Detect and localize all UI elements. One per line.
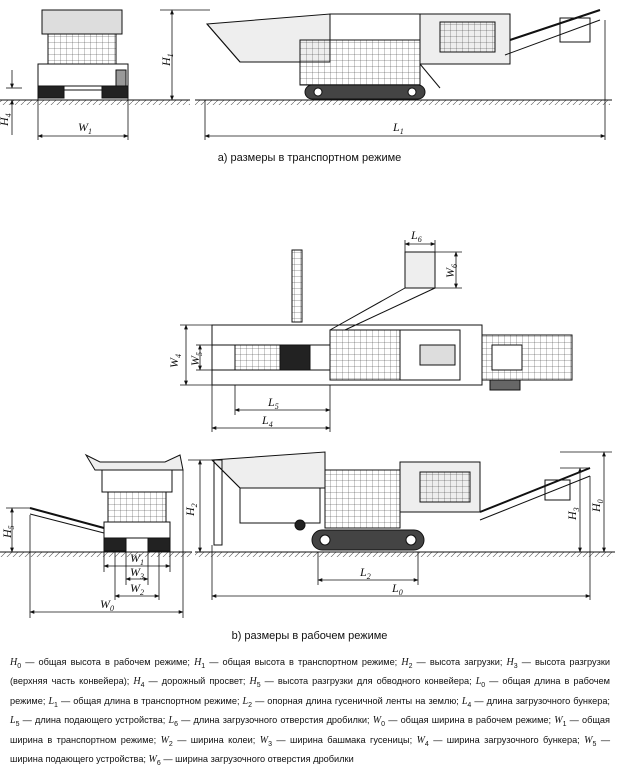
legend-item: H3 — высота разгрузки (верхняя часть кон… — [10, 657, 610, 687]
legend-item: W3 — ширина башмака гусеницы; — [259, 734, 417, 748]
legend-item: H0 — общая высота в рабочем режиме; — [10, 657, 195, 670]
dim-label-l4: L4 — [261, 413, 273, 429]
dim-label-h2: H2 — [183, 503, 199, 517]
dim-label-h4: H4 — [0, 113, 13, 127]
dim-label-w1-top: W1 — [78, 120, 92, 136]
dim-label-w3: W3 — [130, 565, 144, 581]
dim-label-h1: H1 — [159, 53, 175, 67]
working-side-view — [195, 451, 615, 557]
dim-label-w4: W4 — [167, 354, 183, 368]
dim-label-l2: L2 — [359, 565, 371, 581]
dim-label-h5: H5 — [0, 525, 16, 539]
dim-label-l5: L5 — [267, 395, 279, 411]
legend-item: W6 — ширина загрузочного отверстия дроби… — [148, 754, 354, 767]
dim-label-w2: W2 — [130, 581, 144, 597]
dim-label-w5: W5 — [188, 352, 204, 366]
legend-item: L1 — общая длина в транспортном режиме; — [48, 695, 243, 709]
transport-front-view — [0, 9, 190, 105]
top-view-dimension-lines — [180, 240, 462, 432]
dim-label-w6: W6 — [443, 264, 459, 278]
legend-item: H4 — дорожный просвет; — [133, 676, 250, 690]
dim-label-l1: L1 — [392, 120, 404, 136]
working-top-view — [211, 249, 573, 391]
dim-label-w0: W0 — [100, 597, 114, 613]
legend-item: W1 — общая ширина в транспортном режиме; — [10, 715, 611, 745]
legend-item: L6 — длина загрузочного отверстия дробил… — [168, 715, 373, 729]
caption-transport-mode: а) размеры в транспортном режиме — [217, 152, 402, 164]
dim-label-l0: L0 — [391, 581, 403, 597]
transport-side-view — [195, 9, 612, 105]
working-front-view — [0, 453, 192, 557]
technical-drawing: H4 W1 H1 L1 — [0, 9, 615, 618]
legend-item: W0 — общая ширина в рабочем режиме; — [372, 715, 555, 729]
legend-item: L5 — длина подающего устройства; — [10, 715, 169, 729]
working-dimension-lines — [6, 451, 612, 618]
legend-item: L2 — опорная длина гусеничной ленты на з… — [242, 695, 462, 709]
legend-item: L4 — длина загрузочного бункера; — [461, 695, 610, 709]
transport-dimension-lines — [6, 9, 606, 140]
legend-item: H5 — высота разгрузки для обводного конв… — [249, 676, 476, 690]
legend: H0 — общая высота в рабочем режиме; H1 —… — [10, 655, 610, 772]
legend-item: L0 — общая длина в рабочем режиме; — [10, 676, 610, 706]
dim-label-w1-bottom: W1 — [130, 551, 144, 567]
dim-label-l6: L6 — [410, 228, 422, 244]
legend-item: W4 — ширина загрузочного бункера; — [416, 734, 585, 748]
dim-label-h0: H0 — [589, 499, 605, 513]
legend-item: H2 — высота загрузки; — [401, 657, 507, 670]
legend-item: H1 — общая высота в транспортном режиме; — [194, 657, 402, 670]
caption-working-mode: b) размеры в рабочем режиме — [231, 630, 388, 642]
dim-label-h3: H3 — [565, 507, 581, 521]
legend-item: W2 — ширина колеи; — [160, 734, 260, 748]
